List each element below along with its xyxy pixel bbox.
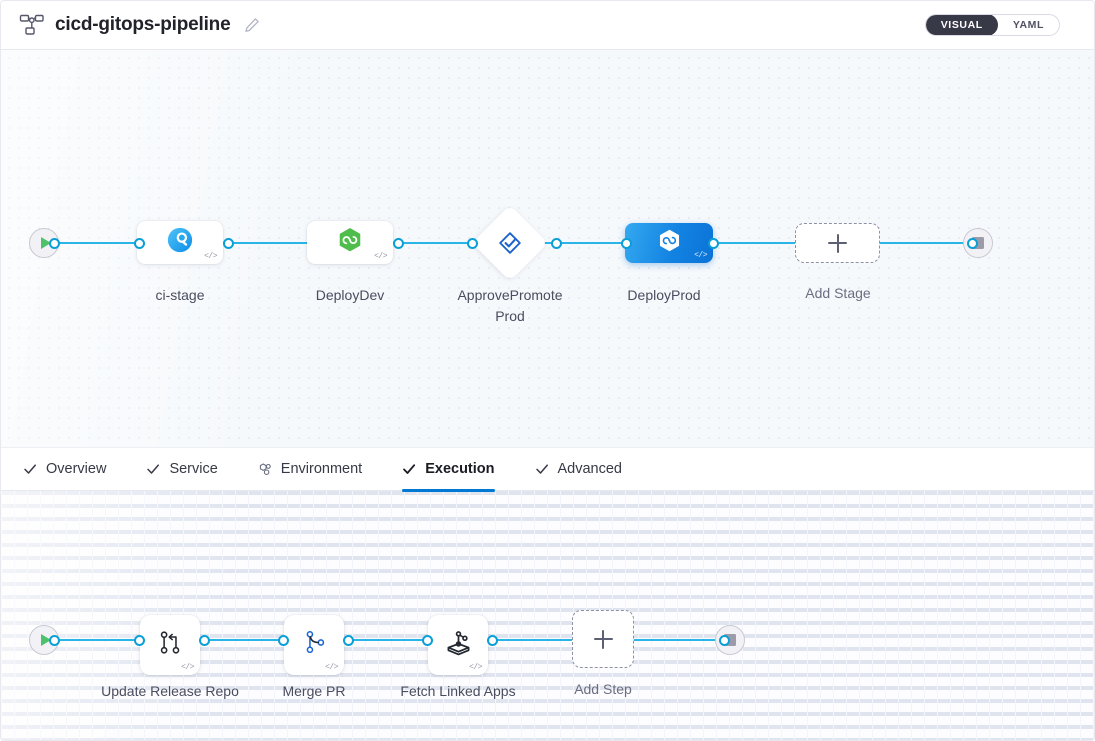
code-badge: </> (469, 663, 482, 672)
code-badge: </> (204, 252, 217, 261)
connector-dot-prod-out[interactable] (708, 238, 719, 249)
check-icon (23, 462, 37, 476)
step-node-merge-pr[interactable]: </> (284, 615, 344, 675)
connector-dot-exec-end[interactable] (719, 635, 730, 646)
edge-ci-to-dev (223, 242, 323, 244)
edge-merge-to-fetch (345, 639, 435, 641)
git-update-branch-icon (155, 627, 186, 663)
stage-node-ci-stage[interactable]: </> (137, 221, 223, 264)
connector-dot-fetch-out[interactable] (487, 635, 498, 646)
connector-dot-dev-out[interactable] (393, 238, 404, 249)
pipeline-header: cicd-gitops-pipeline VISUAL YAML (1, 1, 1094, 50)
add-step-label: Add Step (574, 681, 632, 697)
add-stage-button[interactable] (795, 223, 880, 263)
toggle-visual[interactable]: VISUAL (925, 15, 998, 35)
pencil-edit-icon[interactable] (244, 17, 260, 33)
step-label-update-release-repo: Update Release Repo (101, 683, 239, 699)
connector-dot-exec-start[interactable] (49, 635, 60, 646)
add-stage-label: Add Stage (805, 285, 871, 301)
hexagon-infra-icon (258, 462, 272, 476)
harness-hexagon-green-icon (336, 226, 364, 259)
code-badge: </> (694, 251, 707, 260)
edge-approve-to-prod (541, 242, 641, 244)
stage-node-deploy-prod[interactable]: </> (625, 223, 713, 263)
toggle-yaml[interactable]: YAML (1012, 19, 1044, 31)
ci-build-icon (166, 226, 194, 259)
play-icon (40, 634, 51, 646)
connector-dot-update-in[interactable] (134, 635, 145, 646)
edge-start-to-update (55, 639, 145, 641)
code-badge: </> (325, 663, 338, 672)
tab-label-execution: Execution (425, 461, 495, 477)
connector-dot-merge-in[interactable] (278, 635, 289, 646)
view-mode-toggle[interactable]: VISUAL YAML (924, 14, 1060, 36)
connector-dot-prod-in[interactable] (621, 238, 632, 249)
tab-advanced[interactable]: Advanced (535, 448, 623, 491)
page-title: cicd-gitops-pipeline (55, 14, 231, 35)
tab-label-advanced: Advanced (557, 461, 623, 477)
harness-hexagon-white-icon (656, 227, 683, 259)
edge-update-to-merge (201, 639, 291, 641)
tab-environment[interactable]: Environment (258, 448, 362, 491)
git-merge-branch-icon (299, 627, 330, 663)
tab-label-overview: Overview (46, 461, 107, 477)
edge-add-to-end (631, 639, 723, 641)
connector-dot-ci-out[interactable] (223, 238, 234, 249)
step-node-update-release-repo[interactable]: </> (140, 615, 200, 675)
plus-icon-vertical (836, 233, 839, 253)
connector-dot-update-out[interactable] (199, 635, 210, 646)
edge-start-to-ci (55, 242, 145, 244)
stage-node-approve-promote-prod[interactable] (471, 204, 549, 282)
plus-icon-vertical (602, 629, 604, 649)
check-icon (146, 462, 160, 476)
edge-add-to-end (873, 242, 973, 244)
stage-label-ci-stage: ci-stage (155, 287, 205, 303)
stage-canvas[interactable]: </> ci-stage </> DeployDev ApprovePro (1, 50, 1094, 447)
step-label-merge-pr: Merge PR (282, 683, 346, 699)
edge-prod-to-add (701, 242, 806, 244)
connector-dot-fetch-in[interactable] (422, 635, 433, 646)
check-icon (535, 462, 549, 476)
step-label-fetch-linked-apps: Fetch Linked Apps (400, 683, 516, 699)
tab-service[interactable]: Service (146, 448, 218, 491)
stage-config-tabs: Overview Service Environment Execution (1, 447, 1094, 492)
stage-label-approve-promote-prod: ApprovePromoteProd (457, 287, 563, 324)
tab-overview[interactable]: Overview (23, 448, 106, 491)
execution-steps-canvas[interactable]: </> Update Release Repo </> Merge PR (1, 491, 1094, 740)
stage-label-deploy-dev: DeployDev (315, 287, 385, 303)
connector-dot-ci-in[interactable] (134, 238, 145, 249)
step-node-fetch-linked-apps[interactable]: </> (428, 615, 488, 675)
gitops-apps-icon (442, 626, 475, 664)
connector-dot-end[interactable] (967, 238, 978, 249)
connector-dot-start[interactable] (49, 238, 60, 249)
tab-label-service: Service (169, 461, 218, 477)
edge-dev-to-approve (393, 242, 483, 244)
stage-label-deploy-prod: DeployProd (627, 287, 701, 303)
check-icon (402, 462, 416, 476)
connector-dot-merge-out[interactable] (343, 635, 354, 646)
approval-check-icon (496, 229, 524, 257)
tab-execution[interactable]: Execution (402, 448, 495, 492)
edge-fetch-to-add (489, 639, 574, 641)
connector-dot-approve-out[interactable] (551, 238, 562, 249)
add-step-button[interactable] (572, 610, 634, 668)
tab-label-environment: Environment (280, 461, 363, 477)
code-badge: </> (181, 663, 194, 672)
code-badge: </> (374, 252, 387, 261)
stage-node-deploy-dev[interactable]: </> (307, 221, 393, 264)
play-icon (40, 237, 51, 249)
connector-dot-approve-in[interactable] (467, 238, 478, 249)
pipeline-hierarchy-icon (19, 14, 45, 36)
